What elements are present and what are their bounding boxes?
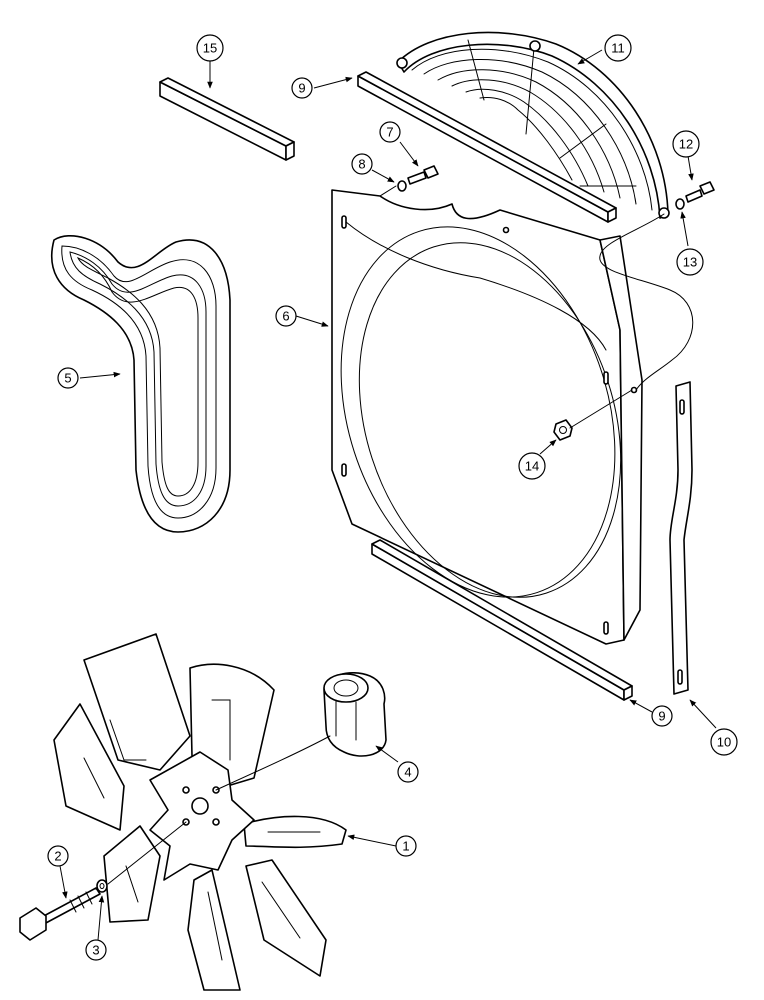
fan-guard-11	[396, 31, 670, 219]
callout-9-upper: 9	[291, 77, 313, 99]
callout-1: 1	[395, 835, 417, 857]
svg-text:9: 9	[658, 709, 665, 724]
callout-12: 12	[672, 130, 700, 158]
fan-washer-3	[96, 879, 108, 893]
svg-text:14: 14	[525, 459, 539, 474]
callout-14: 14	[518, 452, 546, 480]
svg-text:10: 10	[717, 735, 731, 750]
bolt-12	[685, 181, 715, 203]
callout-2: 2	[47, 845, 69, 867]
nut-14	[553, 419, 573, 441]
callout-8: 8	[351, 153, 373, 175]
svg-text:11: 11	[611, 41, 625, 56]
seal-strip-9-upper	[357, 71, 617, 223]
svg-text:6: 6	[282, 309, 289, 324]
callout-3: 3	[85, 939, 107, 961]
callout-6: 6	[275, 305, 297, 327]
svg-text:7: 7	[386, 125, 393, 140]
drive-belt-5	[50, 235, 231, 533]
callout-5: 5	[57, 367, 79, 389]
fan-spacer-4	[323, 672, 387, 757]
fan-shroud-6	[331, 189, 643, 645]
svg-text:15: 15	[203, 41, 217, 56]
callout-10: 10	[710, 728, 738, 756]
svg-text:8: 8	[358, 157, 365, 172]
callout-9-lower: 9	[651, 705, 673, 727]
svg-text:12: 12	[679, 137, 693, 152]
svg-text:9: 9	[298, 81, 305, 96]
washer-8	[397, 180, 407, 192]
svg-text:13: 13	[683, 255, 697, 270]
support-strap-10	[669, 381, 693, 695]
cooling-fan-1	[53, 633, 347, 991]
callout-13: 13	[676, 248, 704, 276]
callout-15: 15	[196, 34, 224, 62]
seal-strip-9-lower	[371, 539, 633, 701]
washer-13	[675, 198, 685, 210]
callout-11: 11	[604, 34, 632, 62]
svg-text:2: 2	[54, 849, 61, 864]
svg-text:3: 3	[92, 943, 99, 958]
callout-4: 4	[397, 761, 419, 783]
callout-7: 7	[379, 121, 401, 143]
seal-strip-15	[159, 77, 295, 161]
bolt-7	[407, 165, 439, 185]
fan-bolt-2	[19, 887, 101, 941]
svg-text:5: 5	[64, 371, 71, 386]
svg-text:4: 4	[404, 765, 411, 780]
svg-text:1: 1	[402, 839, 409, 854]
leader-lines	[59, 49, 717, 941]
